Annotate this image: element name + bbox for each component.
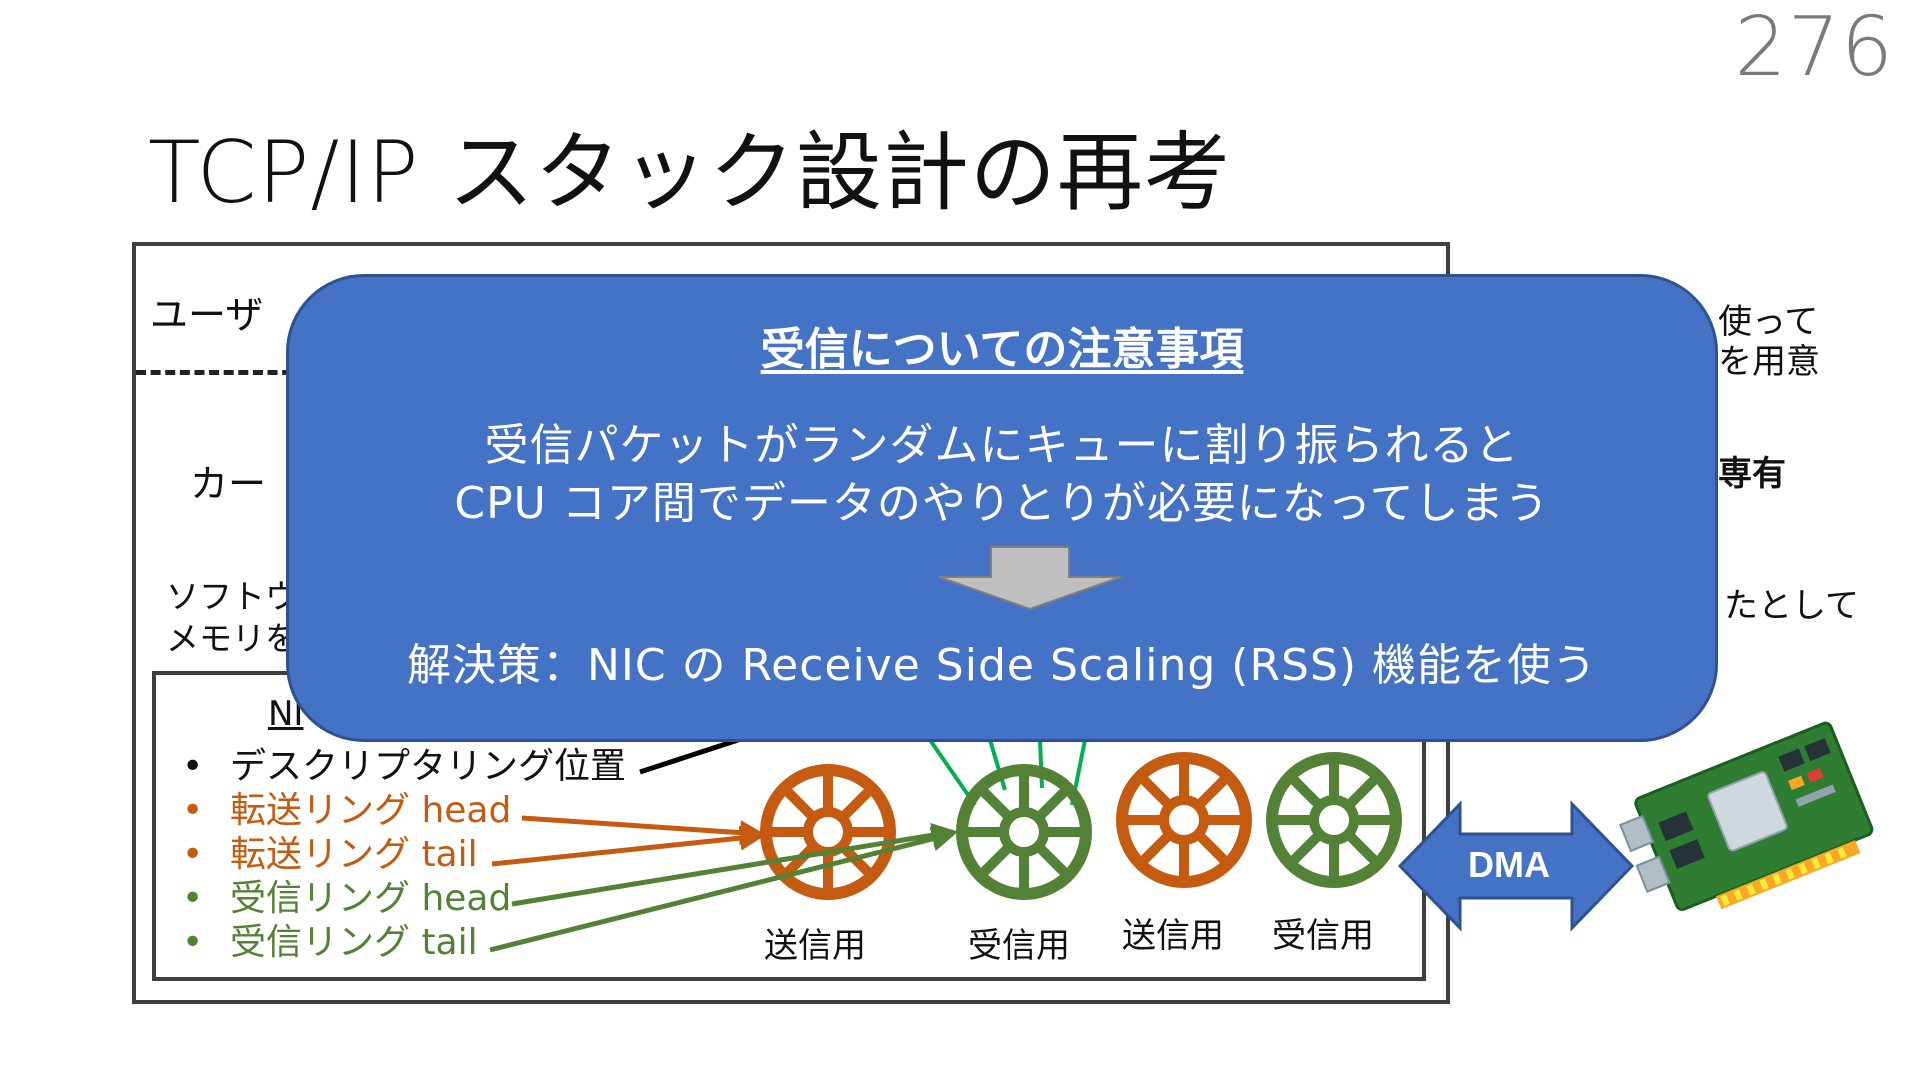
register-item-label: 転送リング tail [230, 834, 478, 875]
register-item-tx-head: • 転送リング head [178, 789, 626, 833]
down-arrow-icon [938, 546, 1122, 611]
slide-title: TCP/IP スタック設計の再考 [148, 123, 1231, 223]
register-item-label: デスクリプタリング位置 [230, 746, 627, 787]
as-if-note: たとして [1724, 586, 1859, 626]
rx-tail-arrow [489, 826, 957, 953]
bullet: • [182, 790, 204, 831]
ring-label-rx-1: 受信用 [968, 926, 1070, 966]
register-item-label: 受信リング head [230, 878, 512, 919]
register-item-rx-tail: • 受信リング tail [178, 921, 626, 965]
ring-label-rx-2: 受信用 [1272, 916, 1374, 956]
register-item-tx-tail: • 転送リング tail [178, 833, 626, 877]
ring-label-tx-1: 送信用 [764, 926, 866, 966]
software-note-line-1: ソフトウ [166, 577, 298, 616]
callout-line-2: CPU コア間でデータのやりとりが必要になってしまう [454, 478, 1550, 529]
bullet: • [182, 922, 204, 963]
bullet: • [182, 878, 204, 919]
callout-solution: 解決策：NIC の Receive Side Scaling (RSS) 機能を… [406, 640, 1598, 691]
ring-label-tx-2: 送信用 [1122, 916, 1224, 956]
network-interface-card-icon [1619, 721, 1874, 911]
tx-tail-arrow [491, 825, 765, 867]
callout-title: 受信についての注意事項 [760, 324, 1244, 375]
descriptor-ring-icon [1266, 752, 1402, 888]
rx-caution-callout: 受信についての注意事項 受信パケットがランダムにキューに割り振られると CPU … [286, 274, 1718, 742]
register-item-rx-head: • 受信リング head [178, 877, 626, 921]
register-arrows [489, 815, 957, 953]
descriptor-ring-icon [956, 764, 1092, 900]
dma-arrow [1397, 800, 1635, 932]
dma-label: DMA [1468, 844, 1550, 885]
bullet: • [182, 834, 204, 875]
exclusive-note: 専有 [1718, 454, 1786, 494]
bullet: • [182, 746, 204, 787]
descriptor-pointer-line [639, 737, 739, 775]
user-kernel-divider [136, 370, 336, 375]
register-item-label: 受信リング tail [230, 922, 478, 963]
right-note-line-1: 使って [1718, 302, 1819, 342]
callout-line-1: 受信パケットがランダムにキューに割り振られると [484, 420, 1520, 471]
tx-head-arrow [521, 815, 765, 846]
rx-head-arrow [511, 822, 957, 907]
kernel-label: カー [190, 462, 267, 506]
right-note: 使って を用意 [1718, 302, 1820, 382]
user-space-label: ユーザ [150, 293, 264, 337]
register-item-label: 転送リング head [230, 790, 512, 831]
descriptor-ring-icon [1116, 752, 1252, 888]
register-item-descriptor-ring: • デスクリプタリング位置 [178, 745, 626, 789]
right-note-line-2: を用意 [1718, 342, 1820, 382]
ring-group [760, 752, 1402, 900]
page-number: 276 [1734, 0, 1894, 95]
software-note: ソフトウ メモリを [166, 576, 298, 660]
software-note-line-2: メモリを [166, 619, 298, 658]
register-list: • デスクリプタリング位置 • 転送リング head • 転送リング tail … [178, 745, 626, 965]
